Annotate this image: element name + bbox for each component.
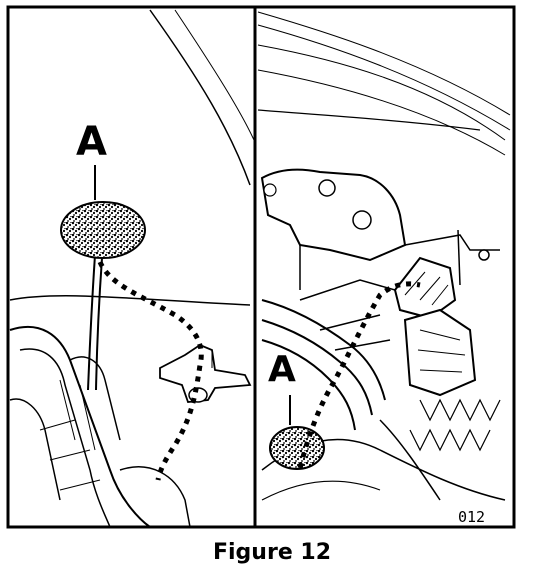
left-panel-drawing [9,9,255,528]
right-callout-label: A [268,349,296,390]
right-panel-drawing [257,11,511,501]
figure-code: 012 [458,508,486,526]
outer-border [6,5,516,529]
left-callout-label: A [76,119,107,165]
figure-caption: Figure 12 [212,540,332,565]
technical-illustration [6,5,516,529]
